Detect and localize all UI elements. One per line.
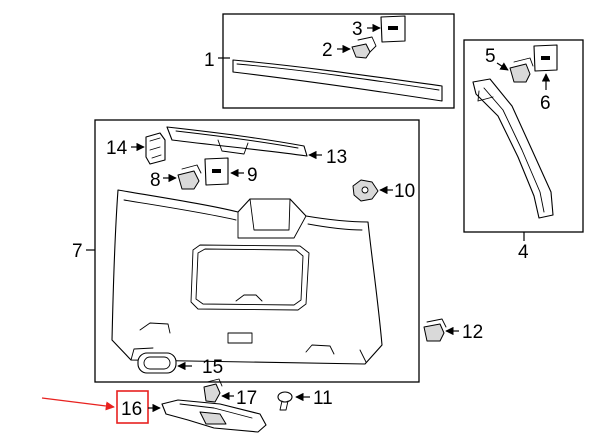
label-7: 7 [72, 241, 83, 262]
label-16: 16 [121, 399, 142, 420]
label-5: 5 [485, 46, 496, 67]
label-9: 9 [247, 165, 258, 186]
label-3: 3 [352, 19, 363, 40]
group-box-7 [94, 119, 420, 383]
label-6: 6 [540, 93, 551, 114]
side-pillar-trim[interactable] [472, 78, 554, 219]
latch-cover-16[interactable] [161, 399, 267, 433]
highlight-box-16 [116, 390, 149, 424]
clip-8[interactable] [177, 164, 202, 190]
label-11: 11 [313, 388, 333, 409]
group-box-1 [222, 13, 455, 109]
pad-3[interactable] [380, 15, 406, 43]
label-15: 15 [202, 357, 223, 378]
bracket-14[interactable] [145, 132, 166, 165]
push-clip-10[interactable] [352, 179, 379, 202]
pull-cup-15[interactable] [137, 352, 177, 374]
label-17: 17 [236, 388, 257, 409]
label-2: 2 [322, 40, 333, 61]
label-8: 8 [150, 170, 161, 191]
pad-9[interactable] [204, 157, 229, 186]
label-1: 1 [204, 50, 215, 71]
clip-2[interactable] [351, 36, 377, 59]
upper-trim-molding[interactable] [232, 59, 443, 102]
label-10: 10 [394, 181, 415, 202]
pad-6[interactable] [533, 44, 558, 72]
screw-11[interactable] [277, 391, 293, 411]
pull-handle-13[interactable] [166, 126, 308, 157]
liftgate-trim-panel[interactable] [111, 189, 383, 365]
highlight-arrow [41, 397, 115, 411]
label-4: 4 [518, 242, 529, 263]
clip-17[interactable] [203, 378, 223, 403]
leader-5 [496, 62, 509, 71]
label-12: 12 [462, 322, 483, 343]
clip-12[interactable] [423, 318, 447, 342]
clip-5[interactable] [509, 57, 534, 83]
label-14: 14 [106, 138, 128, 159]
label-13: 13 [326, 147, 347, 168]
